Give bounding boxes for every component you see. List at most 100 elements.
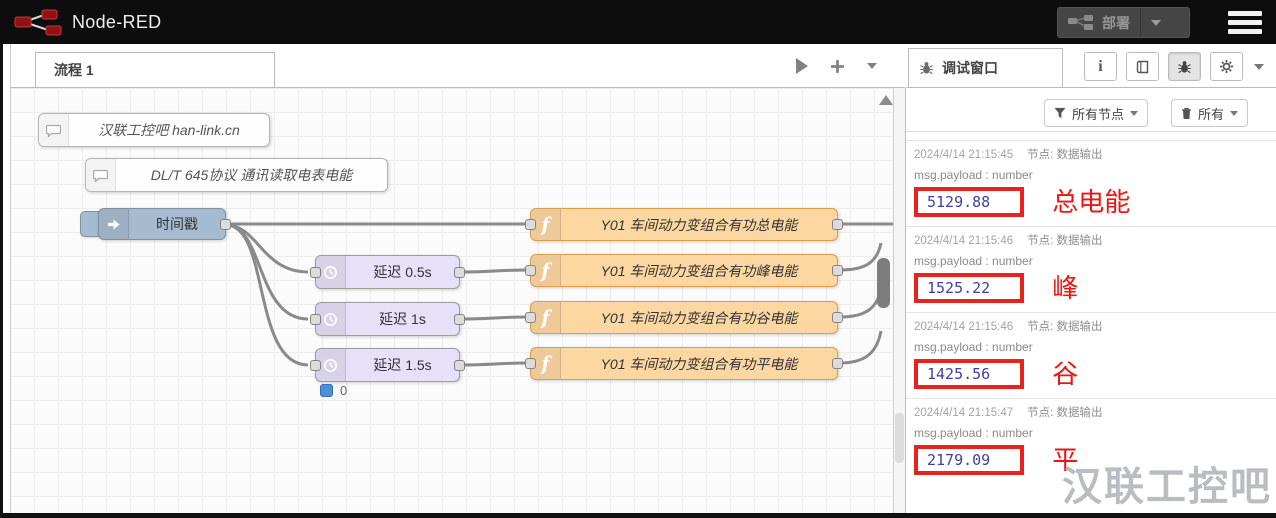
input-port[interactable] bbox=[310, 267, 321, 278]
info-icon: i bbox=[1098, 57, 1103, 75]
panel-divider[interactable] bbox=[893, 88, 906, 513]
comment-node[interactable]: 汉联工控吧 han-link.cn bbox=[38, 113, 270, 147]
tab-flow-1[interactable]: 流程 1 bbox=[35, 52, 275, 88]
help-tab-button[interactable] bbox=[1126, 52, 1159, 81]
debug-message[interactable]: 2024/4/14 21:15:45 节点: 数据输出 msg.payload :… bbox=[906, 140, 1276, 226]
divider-scrollbar-thumb[interactable] bbox=[895, 413, 904, 463]
bug-icon bbox=[920, 62, 933, 75]
clock-icon bbox=[316, 256, 346, 288]
message-timestamp: 2024/4/14 21:15:45 bbox=[914, 149, 1014, 161]
value-annotation: 总电能 bbox=[1052, 187, 1131, 217]
filter-nodes-label: 所有节点 bbox=[1071, 106, 1124, 122]
output-port[interactable] bbox=[220, 219, 231, 230]
output-port[interactable] bbox=[832, 358, 843, 369]
value-annotation: 峰 bbox=[1052, 273, 1079, 303]
debug-message-list[interactable]: 2024/4/14 21:15:45 节点: 数据输出 msg.payload :… bbox=[906, 132, 1276, 513]
tab-list-dropdown-icon[interactable] bbox=[867, 63, 877, 69]
input-port[interactable] bbox=[525, 265, 536, 276]
next-tab-icon[interactable] bbox=[796, 58, 808, 74]
workspace-tabbar: 流程 1 bbox=[10, 44, 905, 88]
chevron-down-icon bbox=[1150, 19, 1161, 26]
message-node-name: 节点: 数据输出 bbox=[1027, 407, 1103, 419]
input-port[interactable] bbox=[525, 312, 536, 323]
chevron-down-icon bbox=[1130, 110, 1138, 116]
message-value[interactable]: 1425.56 bbox=[914, 359, 1025, 389]
deploy-icon bbox=[1068, 15, 1093, 30]
inject-arrow-icon bbox=[99, 209, 129, 239]
app-header: Node-RED 部署 bbox=[0, 0, 1276, 44]
comment-bubble-icon bbox=[86, 159, 116, 191]
output-port[interactable] bbox=[454, 360, 465, 371]
trash-icon bbox=[1181, 107, 1191, 119]
inject-node[interactable]: 时间戳 bbox=[98, 208, 231, 240]
input-port[interactable] bbox=[310, 314, 321, 325]
canvas-scrollbar-thumb[interactable] bbox=[877, 258, 890, 308]
window-edge bbox=[0, 44, 3, 518]
palette-strip bbox=[3, 44, 11, 513]
message-payload-path[interactable]: msg.payload : number bbox=[914, 254, 1033, 268]
message-node-name: 节点: 数据输出 bbox=[1027, 235, 1103, 247]
comment-label: 汉联工控吧 han-link.cn bbox=[98, 122, 240, 138]
debug-sidebar: 调试窗口 i 所有节点 bbox=[906, 44, 1276, 513]
message-value[interactable]: 1525.22 bbox=[914, 273, 1025, 303]
node-red-logo-icon bbox=[14, 9, 62, 36]
delay-node[interactable]: 延迟 0.5s bbox=[310, 255, 465, 289]
delay-label: 延迟 0.5s bbox=[373, 264, 432, 280]
message-value[interactable]: 2179.09 bbox=[914, 445, 1025, 475]
message-timestamp: 2024/4/14 21:15:46 bbox=[914, 235, 1014, 247]
book-icon bbox=[1136, 60, 1148, 73]
filter-nodes-button[interactable]: 所有节点 bbox=[1043, 99, 1148, 127]
function-node[interactable]: f Y01 车间动力变组合有功谷电能 bbox=[525, 301, 843, 334]
comment-label: DL/T 645协议 通讯读取电表电能 bbox=[150, 167, 353, 183]
function-node[interactable]: f Y01 车间动力变组合有功总电能 bbox=[525, 208, 843, 241]
function-node[interactable]: f Y01 车间动力变组合有功平电能 bbox=[525, 347, 843, 380]
deploy-options-button[interactable] bbox=[1140, 8, 1170, 37]
deploy-button[interactable]: 部署 bbox=[1058, 8, 1140, 37]
output-port[interactable] bbox=[832, 265, 843, 276]
message-node-name: 节点: 数据输出 bbox=[1027, 149, 1103, 161]
add-flow-icon[interactable] bbox=[830, 59, 845, 74]
message-payload-path[interactable]: msg.payload : number bbox=[914, 340, 1033, 354]
function-label: Y01 车间动力变组合有功谷电能 bbox=[600, 309, 798, 326]
filter-all-label: 所有 bbox=[1197, 106, 1224, 122]
output-port[interactable] bbox=[454, 267, 465, 278]
output-port[interactable] bbox=[832, 312, 843, 323]
bug-icon bbox=[1178, 60, 1191, 73]
deploy-label: 部署 bbox=[1102, 14, 1130, 31]
gear-icon bbox=[1219, 59, 1234, 74]
function-label: Y01 车间动力变组合有功峰电能 bbox=[600, 262, 798, 279]
debug-message[interactable]: 2024/4/14 21:15:46 节点: 数据输出 msg.payload :… bbox=[906, 226, 1276, 312]
tab-debug-window[interactable]: 调试窗口 bbox=[908, 48, 1063, 88]
delay-node[interactable]: 延迟 1s bbox=[310, 302, 465, 336]
comment-node[interactable]: DL/T 645协议 通讯读取电表电能 bbox=[85, 158, 388, 192]
debug-filter-row: 所有节点 所有 bbox=[906, 88, 1276, 132]
config-tab-button[interactable] bbox=[1210, 52, 1243, 81]
function-label: Y01 车间动力变组合有功平电能 bbox=[600, 355, 798, 372]
input-port[interactable] bbox=[525, 219, 536, 230]
input-port[interactable] bbox=[525, 358, 536, 369]
debug-message[interactable]: 2024/4/14 21:15:47 节点: 数据输出 msg.payload :… bbox=[906, 398, 1276, 484]
function-label: Y01 车间动力变组合有功总电能 bbox=[600, 216, 798, 233]
output-port[interactable] bbox=[454, 314, 465, 325]
message-value[interactable]: 5129.88 bbox=[914, 187, 1025, 217]
delay-node[interactable]: 延迟 1.5s bbox=[310, 348, 465, 382]
info-tab-button[interactable]: i bbox=[1084, 52, 1117, 81]
input-port[interactable] bbox=[310, 360, 321, 371]
message-payload-path[interactable]: msg.payload : number bbox=[914, 168, 1033, 182]
message-timestamp: 2024/4/14 21:15:47 bbox=[914, 407, 1014, 419]
output-port[interactable] bbox=[832, 219, 843, 230]
function-icon: f bbox=[531, 255, 561, 286]
clock-icon bbox=[316, 349, 346, 381]
sidebar-title: 调试窗口 bbox=[942, 60, 998, 76]
main-menu-icon[interactable] bbox=[1228, 11, 1262, 34]
scroll-up-arrow-icon[interactable] bbox=[879, 95, 893, 105]
sidebar-dropdown-icon[interactable] bbox=[1254, 63, 1264, 70]
debug-tab-button[interactable] bbox=[1168, 52, 1201, 81]
function-node[interactable]: f Y01 车间动力变组合有功峰电能 bbox=[525, 254, 843, 287]
status-dot-blue bbox=[320, 384, 333, 397]
message-payload-path[interactable]: msg.payload : number bbox=[914, 426, 1033, 440]
clear-messages-button[interactable]: 所有 bbox=[1170, 99, 1248, 127]
clock-icon bbox=[316, 303, 346, 335]
status-count: 0 bbox=[340, 383, 348, 398]
